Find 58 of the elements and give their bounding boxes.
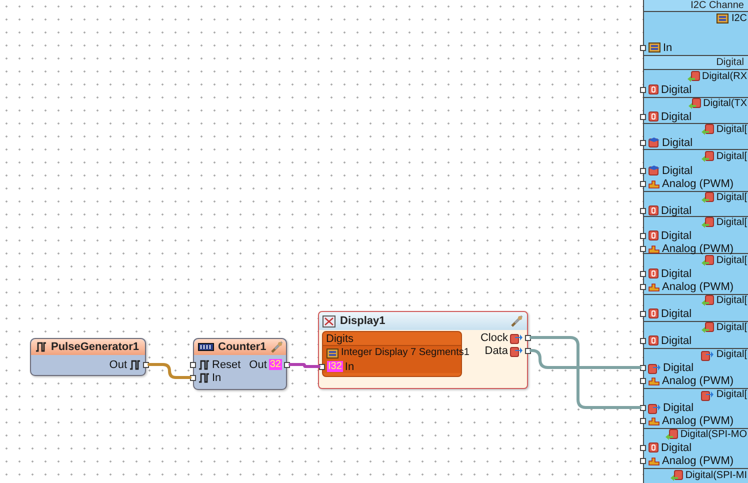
pin-label: Digital <box>663 402 694 414</box>
component-title: PulseGenerator1 <box>51 340 140 355</box>
component-block <box>30 338 146 376</box>
section-title: Digital[ <box>716 150 747 162</box>
wire <box>288 363 320 368</box>
board-block <box>643 0 748 483</box>
panel-heading: Digits <box>326 332 354 344</box>
group-title: I2C Channe <box>690 0 744 11</box>
pin-label: Digital <box>661 442 692 454</box>
pin-label: Reset <box>212 358 241 370</box>
section-title: Digital(SPI-MI <box>685 470 747 482</box>
section-title: Digital(SPI-MO <box>680 429 747 441</box>
component-title: Display1 <box>340 314 386 329</box>
pin-label: Analog (PWM) <box>662 280 734 292</box>
pin-label: Analog (PWM) <box>662 414 734 426</box>
pin-label: Digital <box>661 204 692 216</box>
section-title: Digital[ <box>716 295 747 307</box>
data-type-tag: I32 <box>327 361 343 372</box>
section-title: Digital[ <box>716 124 747 136</box>
component-block <box>318 311 528 389</box>
section-title: Digital[ <box>716 254 747 266</box>
section-title: I2C <box>731 12 747 24</box>
pin-label: Data <box>484 344 508 356</box>
pin-label: Digital <box>661 334 692 346</box>
pin-label: Analog (PWM) <box>662 454 734 466</box>
pin-label: Digital <box>661 268 692 280</box>
pin-label: In <box>663 42 672 54</box>
wire <box>530 349 642 369</box>
pin-label: Digital <box>661 308 692 320</box>
pin-label: Digital <box>661 230 692 242</box>
pin-label: In <box>212 372 222 384</box>
pin-label: Out <box>249 358 267 370</box>
pin-label: Clock <box>480 332 508 344</box>
group-header <box>644 0 748 12</box>
section-title: Digital[ <box>716 349 747 361</box>
section-title: Digital(RX <box>702 70 747 82</box>
group-header <box>644 56 748 70</box>
section-title: Digital(TX <box>703 98 747 110</box>
pin-label: Digital <box>661 84 692 96</box>
pin-label: Analog (PWM) <box>662 242 734 254</box>
pin-label: Digital <box>663 362 694 374</box>
data-type-tag: 32 <box>268 359 282 370</box>
pin-label: Out <box>109 358 127 370</box>
pin-label: Digital <box>661 110 692 122</box>
wire <box>530 336 642 409</box>
component-title: Counter1 <box>218 340 266 355</box>
component-block <box>193 338 287 390</box>
pin-label: In <box>344 360 354 372</box>
pin-label: Digital <box>662 136 693 148</box>
pin-label: Analog (PWM) <box>662 178 734 190</box>
wire <box>148 363 192 379</box>
section-title: Digital[ <box>716 192 747 204</box>
section-title: Digital[ <box>716 217 747 229</box>
pin-label: Digital <box>662 164 693 176</box>
group-title: Digital <box>716 57 744 68</box>
section-title: Digital[ <box>716 322 747 334</box>
section-title: Digital[ <box>716 389 747 401</box>
pin-label: Analog (PWM) <box>662 374 734 386</box>
